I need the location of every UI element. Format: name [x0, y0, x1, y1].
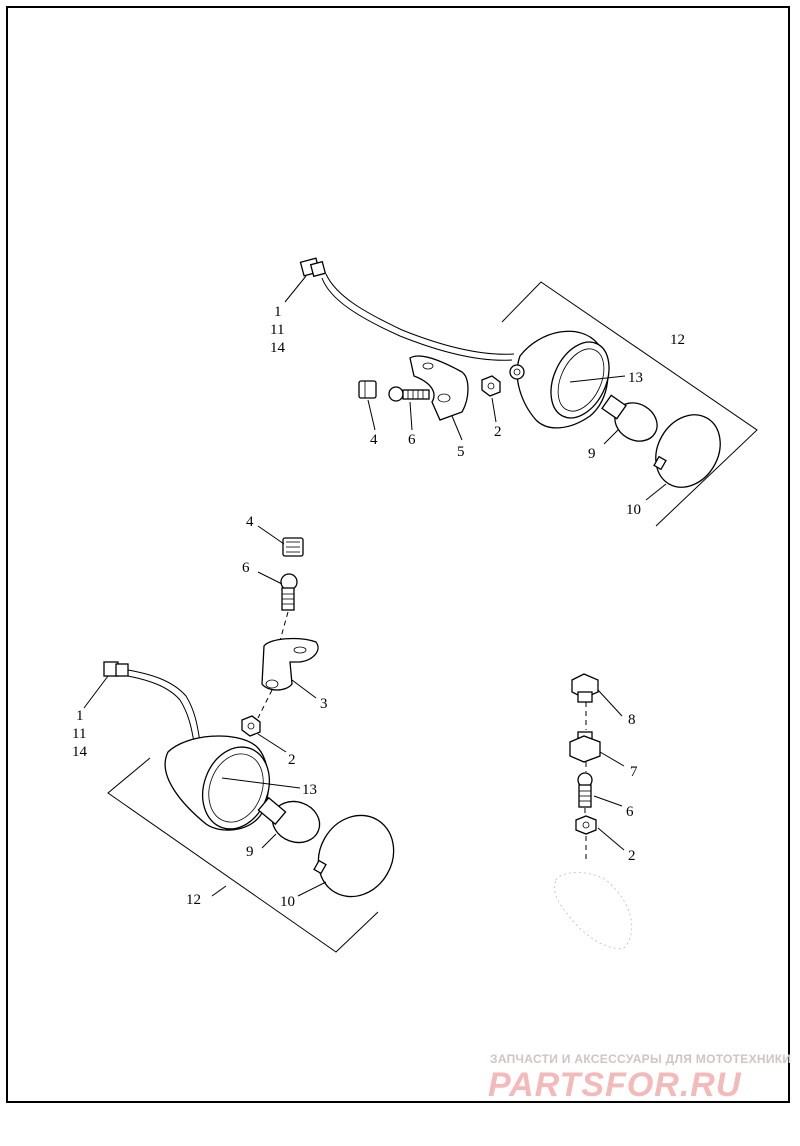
callout-2-right: 2 — [628, 848, 636, 864]
callout-6-lower: 6 — [242, 560, 250, 576]
group-bracket-12-upper — [501, 281, 758, 527]
callout-13-lower: 13 — [302, 782, 317, 798]
ball-stud-upper — [388, 386, 430, 402]
callout-8-right: 8 — [628, 712, 636, 728]
right-fastener-stack — [554, 673, 633, 949]
callout-1-lower: 1 — [76, 708, 84, 724]
callout-11-lower: 11 — [72, 726, 86, 742]
callout-13-upper: 13 — [628, 370, 643, 386]
ball-stud-lower — [280, 573, 298, 611]
cap-nut-upper — [358, 380, 377, 399]
callout-4-lower: 4 — [246, 514, 254, 530]
callout-12-upper: 12 — [670, 332, 685, 348]
adapter-fitting — [571, 673, 599, 703]
mounting-bracket-lower — [261, 637, 319, 691]
callout-14-lower: 14 — [72, 744, 88, 760]
nut-right — [575, 815, 597, 835]
callouts-lower-left: 4 6 3 1 11 14 2 13 9 10 12 — [72, 514, 328, 910]
callout-10-lower: 10 — [280, 894, 295, 910]
nut-lower — [241, 715, 261, 737]
lamp-housing-upper — [509, 330, 610, 429]
drawing-frame — [6, 6, 790, 1103]
callouts-right: 8 7 6 2 — [626, 712, 638, 864]
bulb-lower — [257, 796, 321, 844]
ball-stud-right — [577, 772, 593, 808]
callout-10-upper: 10 — [626, 502, 641, 518]
callout-9-upper: 9 — [588, 446, 596, 462]
lamp-housing-lower — [164, 735, 270, 831]
callout-2-lower: 2 — [288, 752, 296, 768]
callout-5-upper: 5 — [457, 444, 465, 460]
lens-lower — [313, 814, 395, 898]
hex-nut-7 — [569, 731, 601, 763]
wire-harness-lower — [127, 669, 201, 743]
callout-6-upper: 6 — [408, 432, 416, 448]
callout-11-upper: 11 — [270, 322, 284, 338]
callout-7-right: 7 — [630, 764, 638, 780]
upper-turn-signal-assembly — [284, 257, 758, 527]
callout-12-lower: 12 — [186, 892, 201, 908]
watermark: ЗАПЧАСТИ И АКСЕССУАРЫ ДЛЯ МОТОТЕХНИКИ PA… — [488, 1052, 791, 1104]
wire-harness-upper — [321, 277, 513, 361]
watermark-tagline: ЗАПЧАСТИ И АКСЕССУАРЫ ДЛЯ МОТОТЕХНИКИ — [490, 1052, 791, 1066]
wire-connector-lower — [103, 661, 129, 677]
callout-9-lower: 9 — [246, 844, 254, 860]
group-bracket-12-lower — [107, 757, 379, 953]
lower-turn-signal-assembly — [83, 525, 395, 953]
callout-4-upper: 4 — [370, 432, 378, 448]
nut-upper — [481, 375, 501, 397]
callouts-upper: 1 11 14 12 13 4 6 5 2 9 10 — [270, 304, 685, 518]
mounting-bracket-upper — [409, 355, 469, 421]
callout-14-upper: 14 — [270, 340, 286, 356]
callout-6-right: 6 — [626, 804, 634, 820]
cap-nut-lower — [282, 537, 304, 557]
lens-upper — [653, 414, 721, 488]
wire-connector-upper — [299, 257, 327, 278]
callout-2-upper: 2 — [494, 424, 502, 440]
callout-3-lower: 3 — [320, 696, 328, 712]
ghost-housing-outline — [554, 872, 633, 949]
watermark-brand: PARTSFOR.RU — [488, 1066, 742, 1104]
callout-1-upper: 1 — [274, 304, 282, 320]
bulb-upper — [601, 394, 658, 442]
